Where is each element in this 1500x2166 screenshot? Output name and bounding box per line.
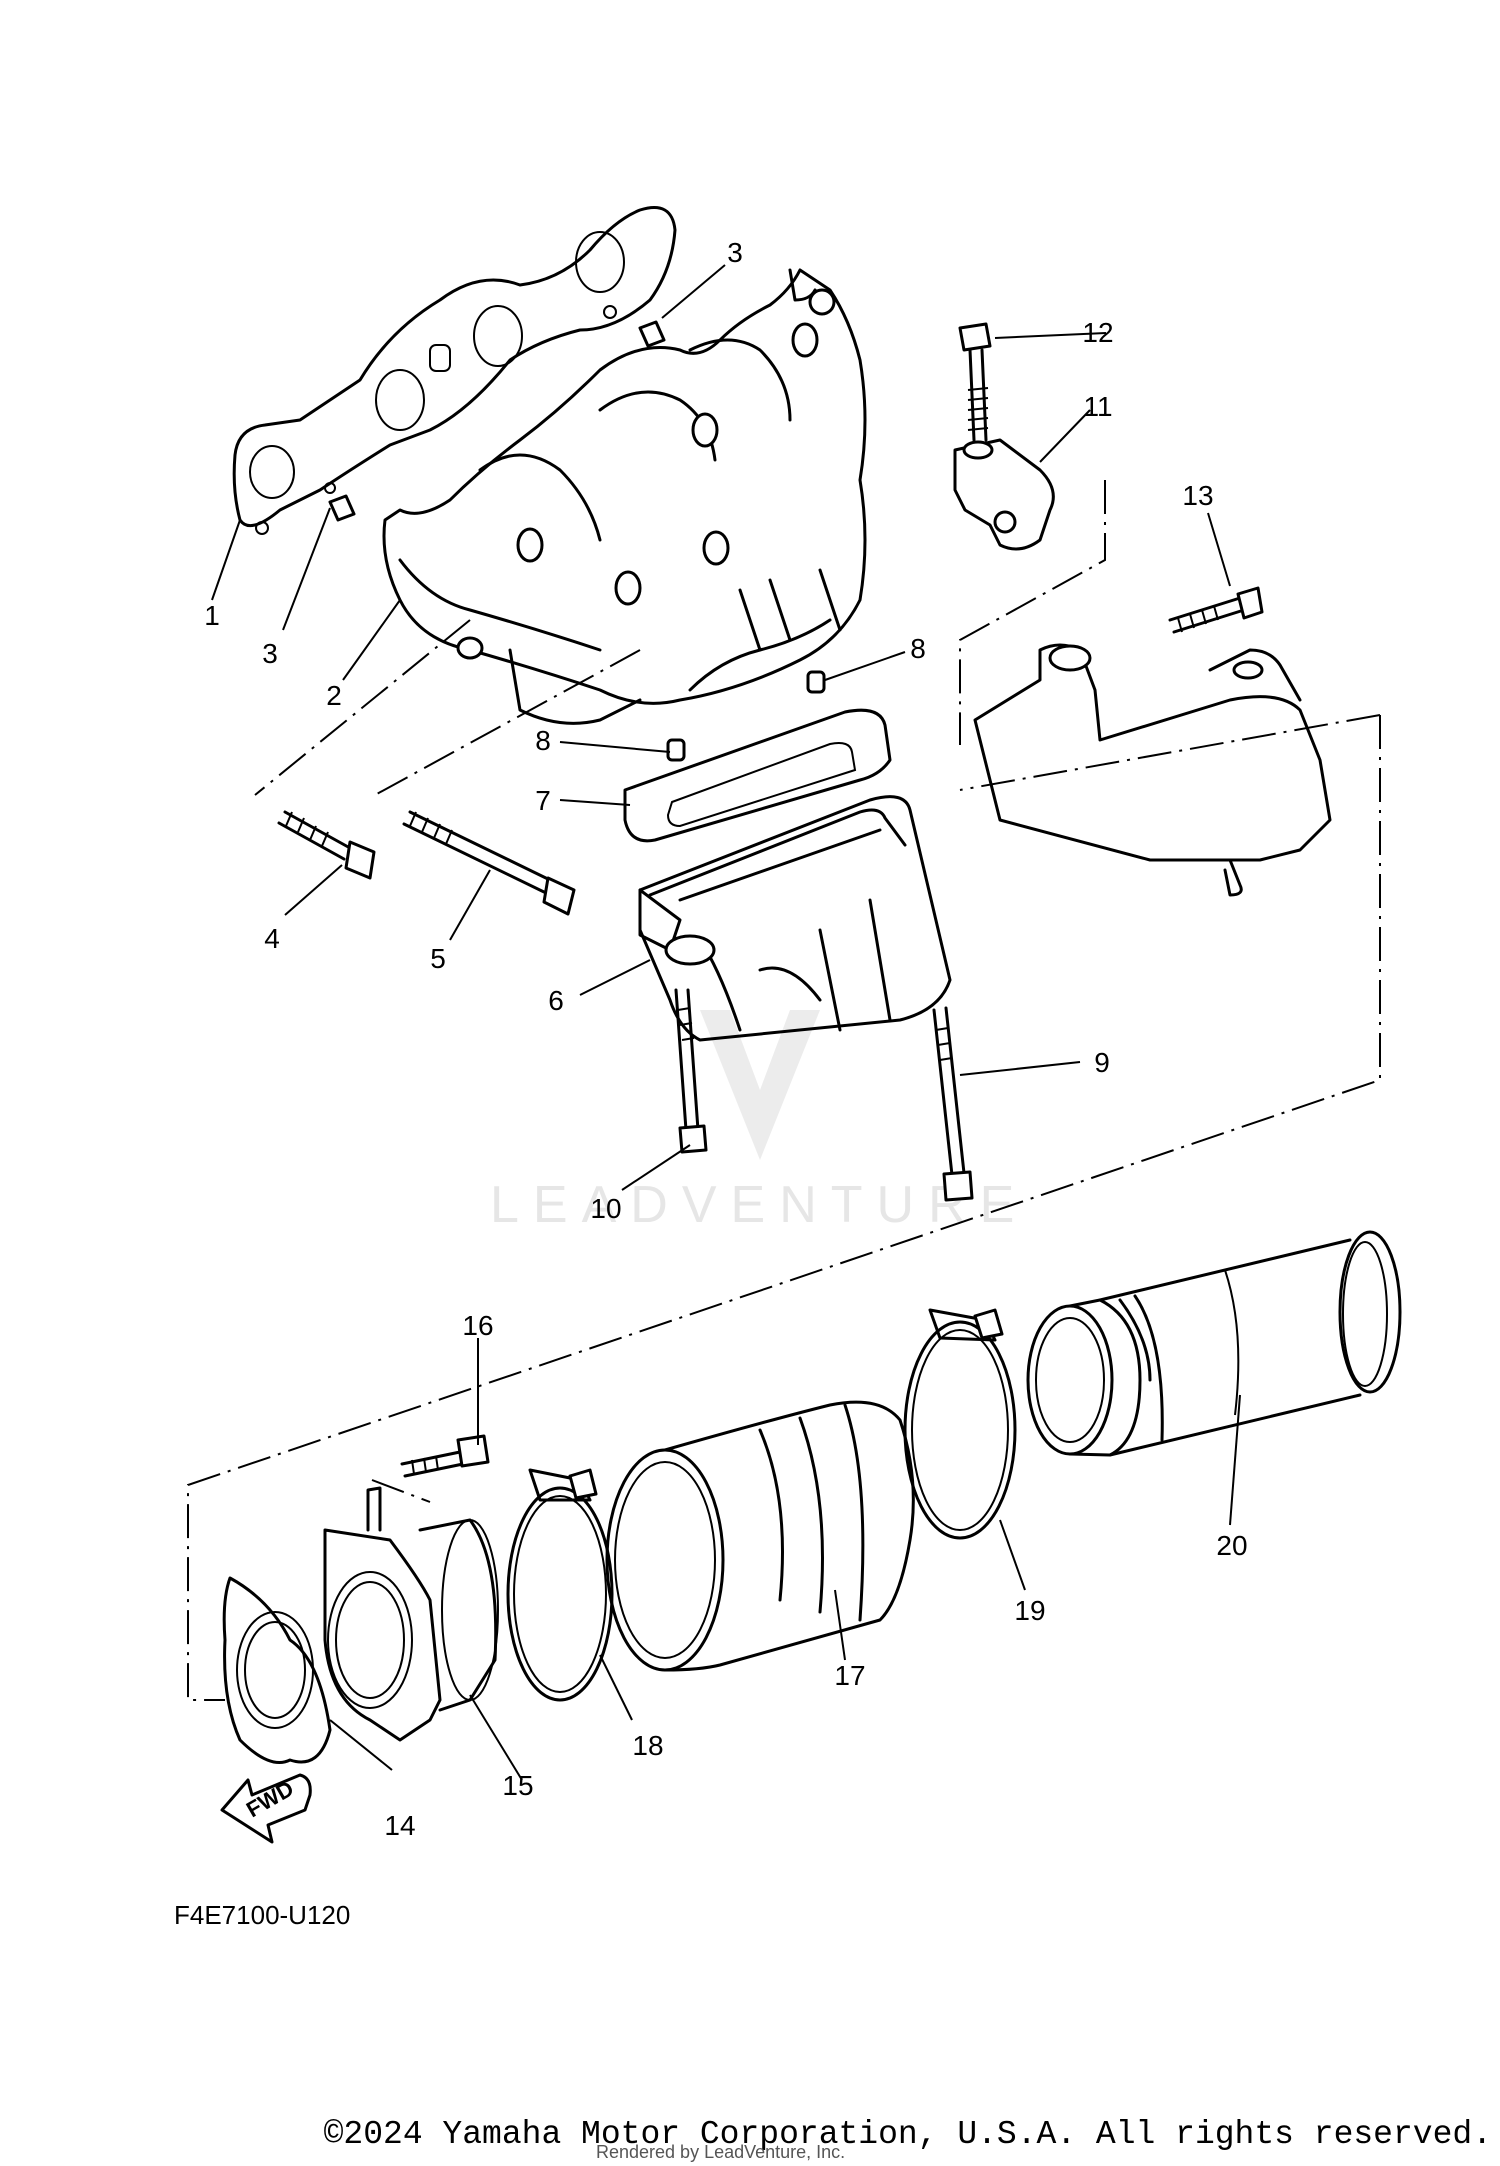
callout-4: 4: [264, 923, 280, 954]
part-10-bolt: [674, 988, 708, 1154]
part-9-bolt: [932, 1006, 974, 1202]
part-2-exhaust-manifold: [382, 268, 867, 725]
diagram-reference-code: F4E7100-U120: [174, 1900, 351, 1930]
part-6-exhaust-chamber: [638, 795, 952, 1042]
watermark: LEADVENTURE: [490, 1010, 1028, 1234]
part-5-bolt: [402, 810, 576, 916]
part-20-pipe: [1026, 1230, 1402, 1457]
callout-11: 11: [1083, 391, 1112, 422]
part-15-adapter: [323, 1486, 499, 1742]
callout-19: 19: [1014, 1595, 1045, 1626]
assembly-guide-lines: [187, 480, 1381, 1701]
part-1-exhaust-gasket: [232, 206, 677, 535]
copyright-notice: ©2024 Yamaha Motor Corporation, U.S.A. A…: [323, 2116, 1492, 2153]
callout-12: 12: [1082, 317, 1113, 348]
callout-20: 20: [1216, 1530, 1247, 1561]
part-17-hose: [605, 1400, 915, 1672]
rendered-by-notice: Rendered by LeadVenture, Inc.: [596, 2142, 846, 2162]
callout-1: 1: [204, 600, 220, 631]
part-13-bolt: [1168, 586, 1264, 634]
callout-6: 6: [548, 985, 564, 1016]
part-7-gasket: [623, 708, 892, 843]
leader-lines: [211, 264, 1241, 1781]
part-14-gasket: [222, 1576, 332, 1764]
watermark-text: LEADVENTURE: [490, 1176, 1028, 1234]
callout-7: 7: [535, 785, 551, 816]
callout-14: 14: [384, 1810, 415, 1841]
part-19-clamp: [903, 1308, 1017, 1540]
part-16-bolt: [400, 1434, 490, 1478]
callout-15: 15: [502, 1770, 533, 1801]
part-11-bracket: [953, 438, 1055, 551]
part-8-dowel-pins: [666, 670, 826, 762]
part-4-bolt: [277, 810, 376, 880]
callout-13: 13: [1182, 480, 1213, 511]
callout-8-right: 8: [910, 633, 926, 664]
callout-3-right: 3: [727, 237, 743, 268]
exhaust-pipe-section: [973, 643, 1332, 897]
callout-9: 9: [1094, 1047, 1110, 1078]
part-18-clamp: [506, 1468, 614, 1702]
callout-2: 2: [326, 680, 342, 711]
part-12-bolt: [958, 322, 992, 442]
callout-10: 10: [590, 1193, 621, 1224]
callout-18: 18: [632, 1730, 663, 1761]
callout-17: 17: [834, 1660, 865, 1691]
callout-16: 16: [462, 1310, 493, 1341]
callout-8-left: 8: [535, 725, 551, 756]
fwd-arrow-icon: FWD: [220, 1773, 312, 1844]
callout-3-left: 3: [262, 638, 278, 669]
part-3-dowel-pins: [328, 320, 666, 522]
callout-labels: 1 2 3 3 4 5 6 7 8 8 9 10 11 12 13 14 15 …: [204, 237, 1247, 1841]
callout-5: 5: [430, 943, 446, 974]
